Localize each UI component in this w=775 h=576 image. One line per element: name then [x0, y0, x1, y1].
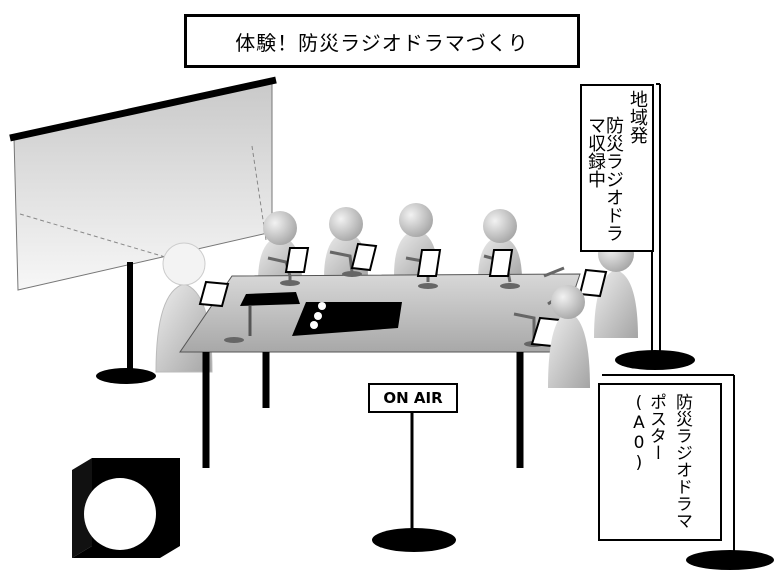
page-title: 体験！防災ラジオドラマづくり: [235, 30, 529, 55]
poster-board: 防災ラジオドラマ ポスター(A0): [598, 383, 722, 541]
banner-stand: [615, 83, 695, 370]
onair-label: ON AIR: [383, 389, 443, 407]
poster-stand: [602, 374, 774, 570]
title-box: 体験！防災ラジオドラマづくり: [184, 14, 580, 68]
mixer-large: [292, 302, 402, 336]
onair-stand: [372, 413, 456, 552]
person-right-2: [548, 285, 590, 388]
mic-bases: [224, 271, 544, 347]
script-papers: [198, 242, 608, 348]
poster-line-2: ポスター(A0): [629, 393, 666, 473]
onair-sign: ON AIR: [368, 383, 458, 413]
recording-banner: 地域発 防災ラジオドラマ収録中: [580, 84, 654, 252]
banner-line-1: 地域発: [627, 90, 648, 144]
poster-line-1: 防災ラジオドラマ: [672, 393, 692, 529]
mixer-small: [240, 292, 300, 336]
speaker: [72, 458, 180, 558]
banner-line-2: 防災ラジオドラマ収録中: [585, 116, 624, 242]
